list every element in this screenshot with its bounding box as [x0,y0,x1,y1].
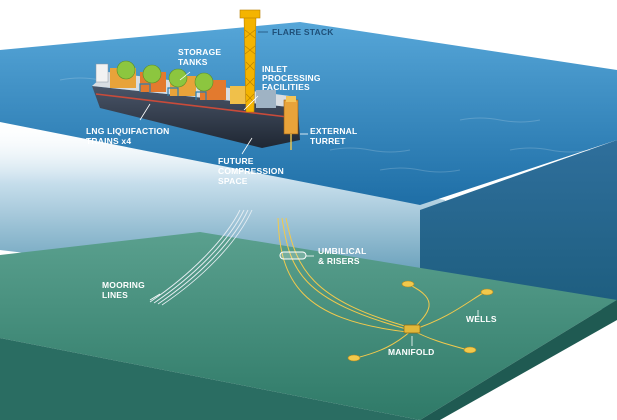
label-manifold: MANIFOLD [388,347,434,357]
well-head-4 [463,346,477,354]
riser-buoy [279,251,307,260]
label-inlet-processing: INLET PROCESSING FACILITIES [262,64,323,92]
label-flare-stack: FLARE STACK [272,27,334,37]
storage-tank-4 [194,72,214,92]
well-head-3 [347,354,361,362]
well-heads [347,280,494,362]
mooring-lines [149,209,253,306]
seabed-left-edge [0,338,420,420]
storage-tank-1 [116,60,136,80]
flare-stack [239,9,261,113]
label-external-turret: EXTERNAL TURRET [310,126,360,146]
external-turret [283,96,299,150]
label-mooring-lines: MOORING LINES [102,280,148,300]
leader-lines [139,31,479,346]
label-future-compression: FUTURE COMPRESSION SPACE [218,156,287,186]
living-quarters [95,63,109,83]
storage-tank-spheres [116,60,214,92]
label-umbilical-risers: UMBILICAL & RISERS [318,246,369,266]
vessel-hull [92,86,300,148]
seabed-top [0,232,617,420]
label-lng-trains: LNG LIQUIFACTION TRAINS x4 [86,126,172,146]
well-head-2 [480,288,494,296]
manifold-unit [403,324,421,334]
well-head-1 [401,280,415,288]
risers [277,217,413,333]
label-storage-tanks: STORAGE TANKS [178,47,224,67]
seabed-right-edge [420,300,617,420]
storage-tank-2 [142,64,162,84]
water-column-right-face [420,140,617,310]
label-wells: WELLS [466,314,497,324]
storage-tank-3 [168,68,188,88]
